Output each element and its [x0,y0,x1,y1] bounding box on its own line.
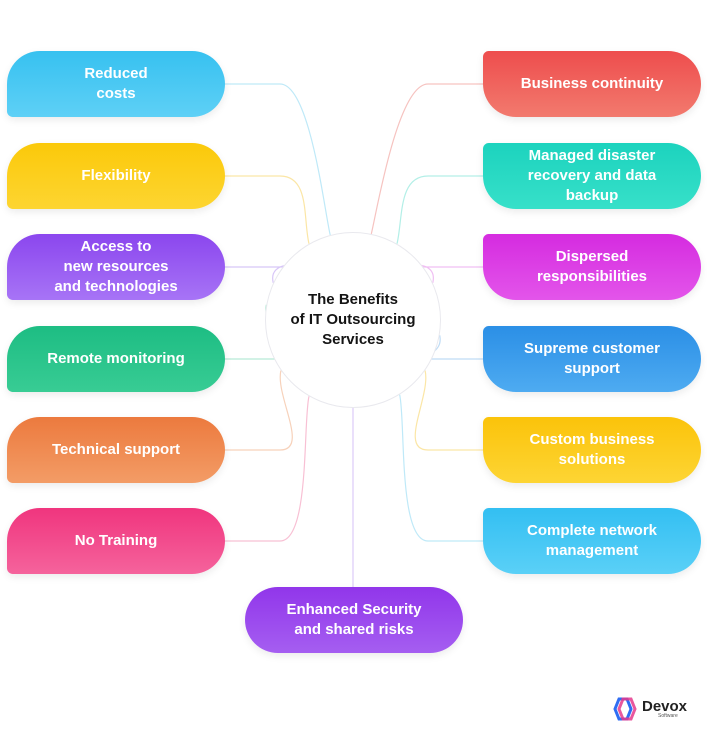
connector-line-left [225,175,310,244]
benefit-enhanced-security: Enhanced Security and shared risks [245,587,463,653]
connector-line-right [396,175,483,244]
benefit-label: Remote monitoring [47,350,185,367]
benefit-label: Access to new resources and technologies [54,238,178,295]
benefit-label: Complete network management [526,522,658,559]
benefit-managed-disaster-recovery: Managed disaster recovery and data backu… [483,143,701,209]
benefit-technical-support: Technical support [7,417,225,483]
benefit-supreme-customer-support: Supreme customer support [483,326,701,392]
benefit-reduced-costs: Reduced costs [7,51,225,117]
benefit-complete-network-management: Complete network management [483,508,701,574]
benefit-label: Dispersed responsibilities [536,248,648,285]
benefit-label: Managed disaster recovery and data backu… [527,147,657,204]
benefit-label: Business continuity [520,75,664,92]
benefit-label: No Training [74,532,158,549]
central-topic-circle: The Benefits of IT Outsourcing Services [265,232,441,408]
logo-subtitle: Software [658,713,678,719]
benefit-label: Flexibility [81,167,151,184]
connector-line-right [414,370,483,451]
benefit-label: Enhanced Security and shared risks [286,601,422,638]
benefit-label: Technical support [51,441,181,458]
benefit-custom-business-solutions: Custom business solutions [483,417,701,483]
devox-logo: Devox Software [612,696,687,722]
connector-line-left [225,370,293,451]
central-topic-title: The Benefits of IT Outsourcing Services [290,291,416,348]
benefit-flexibility: Flexibility [7,143,225,209]
benefit-remote-monitoring: Remote monitoring [7,326,225,392]
benefit-dispersed-responsibilities: Dispersed responsibilities [483,234,701,300]
benefit-label: Reduced costs [84,65,148,102]
benefit-label: Custom business solutions [529,431,655,468]
logo-wordmark: Devox [642,698,688,715]
connector-line-right [399,394,483,542]
connector-line-left [225,396,310,542]
connector-line-left [225,83,331,236]
benefit-no-training: No Training [7,508,225,574]
devox-logo-icon [613,697,637,721]
connector-line-right [370,83,483,235]
benefit-label: Supreme customer support [524,340,660,377]
benefit-business-continuity: Business continuity [483,51,701,117]
benefit-access-to-new-resources: Access to new resources and technologies [7,234,225,300]
